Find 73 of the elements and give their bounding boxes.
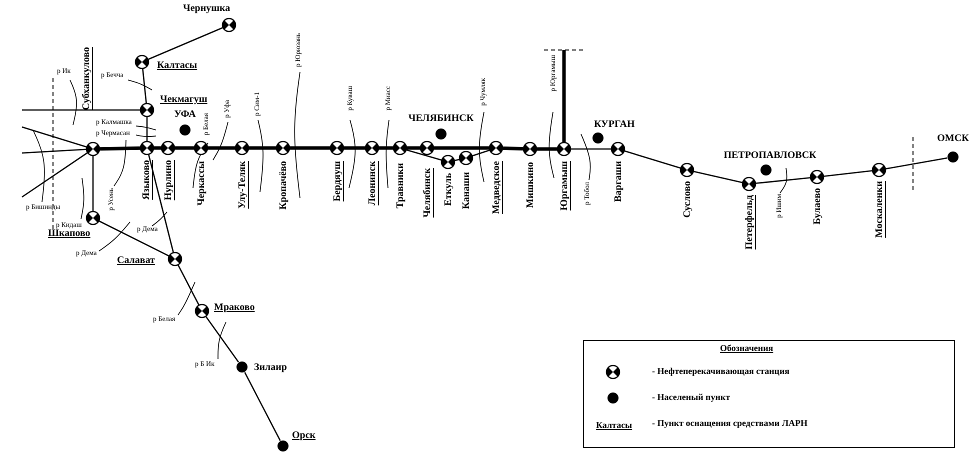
pipeline-line <box>344 146 365 150</box>
pipeline-line <box>537 147 557 151</box>
station-name: Мишкино <box>525 162 536 208</box>
settlement-name: ПЕТРОПАВЛОВСК <box>724 150 816 161</box>
station-name: Медведское <box>491 161 502 214</box>
pipeline-line <box>562 50 566 142</box>
settlement-name: Орск <box>292 430 316 441</box>
pipeline-line <box>406 149 442 161</box>
settlement-name: УФА <box>174 109 196 120</box>
station-name: Канаши <box>461 172 472 210</box>
pipeline-line <box>142 68 147 104</box>
station-name: Суслово <box>682 181 693 218</box>
pipeline-line <box>571 148 611 150</box>
station-name: Петерфельд <box>744 195 755 250</box>
station-name: Мраково <box>214 302 255 313</box>
pipeline-line <box>379 146 393 150</box>
station-name: Челябинск <box>422 168 433 218</box>
pipeline-line <box>22 148 86 154</box>
pipeline-line <box>472 150 490 156</box>
station-name: Бердяуш <box>332 161 343 202</box>
station-name: Еткуль <box>443 173 454 206</box>
pipeline-line <box>756 177 810 184</box>
legend-text: - Населеный пункт <box>652 392 730 402</box>
pipeline-line <box>206 316 240 362</box>
station-name: Кропачёво <box>278 161 289 210</box>
pipeline-line <box>208 146 235 150</box>
station-name: Языково <box>141 160 152 200</box>
pipeline-line <box>22 152 88 198</box>
settlement-name: ЧЕЛЯБИНСК <box>408 113 474 124</box>
legend-text: - Нефтеперекачивающая станция <box>652 366 790 376</box>
pipeline-line <box>100 146 140 151</box>
station-name: Калтасы <box>157 60 198 71</box>
station-name: Юргамыш <box>559 161 570 210</box>
pipeline-line <box>98 220 170 256</box>
pipeline-line <box>502 146 524 151</box>
pipeline-line <box>290 146 330 150</box>
pipeline-line <box>22 126 86 148</box>
pipeline-line <box>249 146 276 150</box>
pipeline-line <box>92 156 94 211</box>
station-name: Черкассы <box>196 161 207 206</box>
station-name: Салават <box>117 255 155 266</box>
pipeline-line <box>148 154 174 252</box>
station-name: Травники <box>395 163 406 208</box>
pipeline-line <box>244 372 281 441</box>
pipeline-line <box>22 109 140 111</box>
pipeline-line <box>886 157 948 170</box>
pipeline-line <box>624 150 680 169</box>
pipeline-line <box>454 158 460 162</box>
settlement-name: ОМСК <box>937 133 969 144</box>
station-name: Булаево <box>812 188 823 224</box>
station-name: Шкапово <box>48 228 90 239</box>
pipeline-line <box>824 170 872 177</box>
station-name: Улу-Теляк <box>237 161 248 209</box>
station-name: Нурлино <box>163 160 174 200</box>
station-name: Москаленки <box>874 181 885 238</box>
pipeline-line <box>146 117 148 141</box>
settlement-name: Зилаир <box>254 362 287 373</box>
pipeline-line <box>178 264 200 306</box>
station-name: Леонинск <box>367 161 378 206</box>
pipeline-line <box>694 170 742 184</box>
pipeline-line <box>175 146 194 150</box>
legend-sample-name: Калтасы <box>596 421 632 431</box>
station-name: Чекмагуш <box>160 94 208 105</box>
legend-title: Обозначения <box>720 344 774 354</box>
legend-text: - Пункт оснащения средствами ЛАРН <box>652 418 808 428</box>
station-name: Чернушка <box>183 3 230 14</box>
pipeline-line <box>407 146 420 150</box>
pipeline-line <box>148 27 223 60</box>
settlement-name: КУРГАН <box>594 119 635 130</box>
station-name: Варгаши <box>613 161 624 202</box>
pipeline-line <box>434 146 489 150</box>
pipeline-line <box>154 146 161 150</box>
station-name: Субханкулово <box>81 47 92 110</box>
